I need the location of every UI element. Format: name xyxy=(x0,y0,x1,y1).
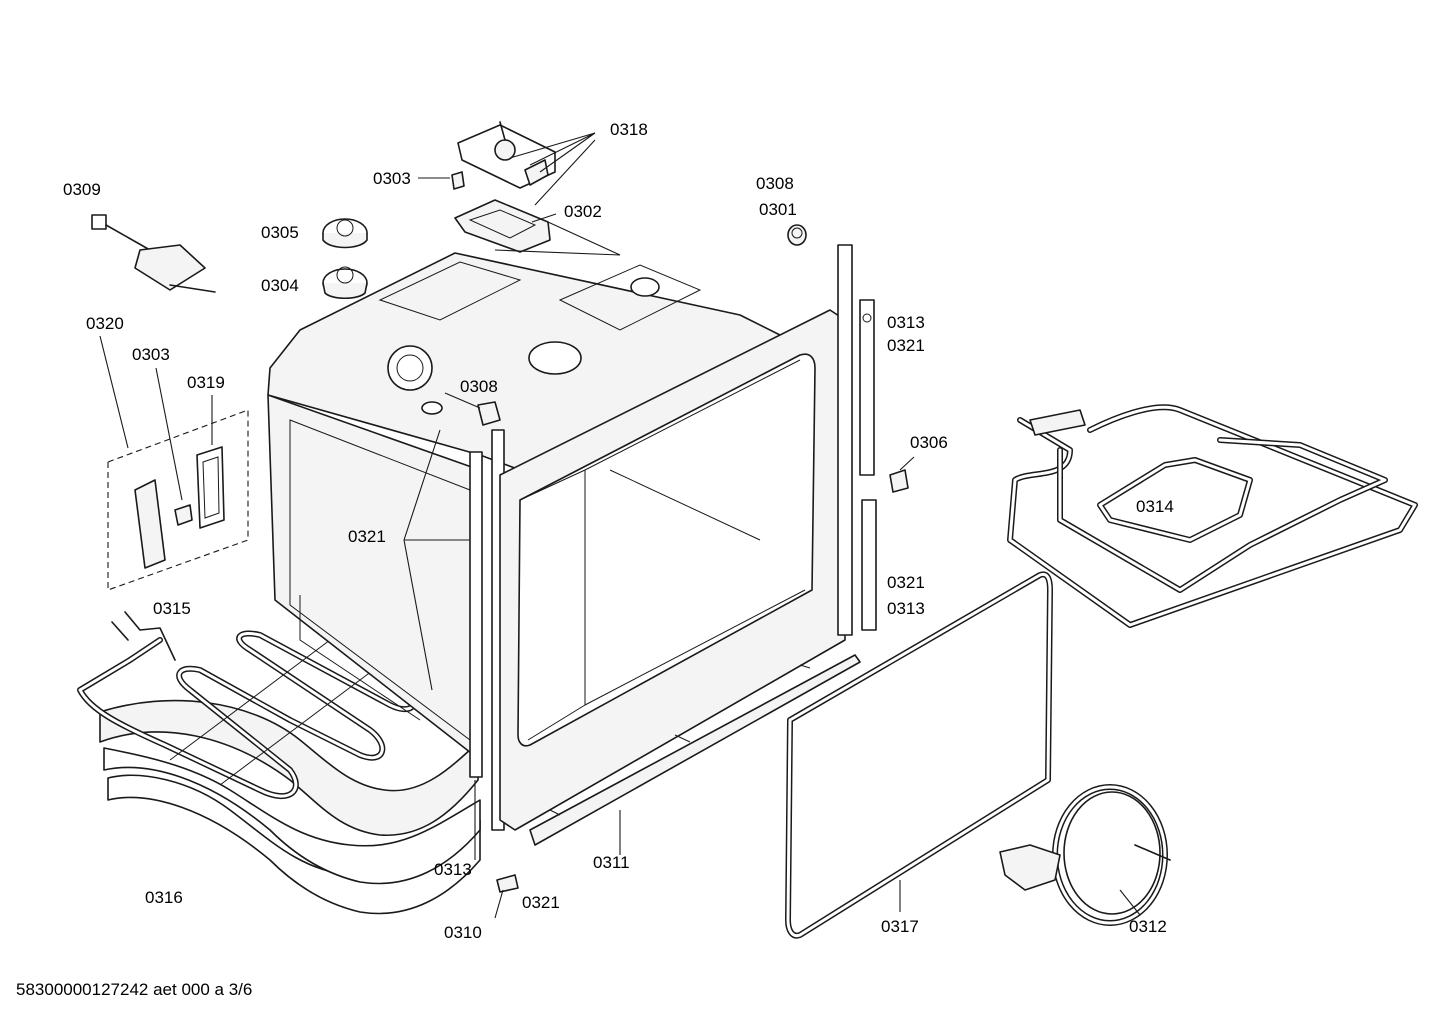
exploded-parts-diagram: 0318 0303 0302 0309 0305 0304 0308 0301 … xyxy=(63,120,1418,942)
callout-0320: 0320 xyxy=(86,314,124,333)
fan-nut-0303-top xyxy=(451,171,465,190)
callout-0313-right-2: 0313 xyxy=(887,599,925,618)
callout-0304: 0304 xyxy=(261,276,299,295)
sensor-0309 xyxy=(91,214,216,293)
lamp-assembly-0320 xyxy=(107,409,249,591)
callout-0318: 0318 xyxy=(610,120,648,139)
callout-0308-mid: 0308 xyxy=(460,377,498,396)
callout-0309: 0309 xyxy=(63,180,101,199)
fan-motor-0318 xyxy=(457,121,556,189)
callout-0321-right-2: 0321 xyxy=(887,573,925,592)
callout-0314: 0314 xyxy=(1136,497,1174,516)
callout-0321-mid: 0321 xyxy=(348,527,386,546)
clip-0308 xyxy=(477,401,501,426)
callout-labels: 0318 0303 0302 0309 0305 0304 0308 0301 … xyxy=(63,120,1174,942)
clip-0310 xyxy=(496,874,519,893)
callout-0306: 0306 xyxy=(910,433,948,452)
callout-0313-right-1: 0313 xyxy=(887,313,925,332)
callout-0312: 0312 xyxy=(1129,917,1167,936)
callout-0313-bottom: 0313 xyxy=(434,860,472,879)
callout-0302: 0302 xyxy=(564,202,602,221)
door-gasket-0317 xyxy=(785,571,1053,939)
clip-0306 xyxy=(889,469,909,493)
callout-0301: 0301 xyxy=(759,200,797,219)
callout-0305: 0305 xyxy=(261,223,299,242)
ring-heater-0312 xyxy=(999,784,1171,926)
callout-0303-top: 0303 xyxy=(373,169,411,188)
top-heater-0314 xyxy=(1007,404,1418,628)
callout-0321-bottom: 0321 xyxy=(522,893,560,912)
callout-0321-right-1: 0321 xyxy=(887,336,925,355)
callout-0311: 0311 xyxy=(593,853,630,872)
callout-0319: 0319 xyxy=(187,373,225,392)
fan-cover-0302 xyxy=(454,199,551,253)
bottom-heater-0315 xyxy=(77,611,417,799)
leader-lines xyxy=(99,132,1141,919)
callout-0303-left: 0303 xyxy=(132,345,170,364)
callout-0315: 0315 xyxy=(153,599,191,618)
callout-0310: 0310 xyxy=(444,923,482,942)
callout-0316: 0316 xyxy=(145,888,183,907)
callout-0317: 0317 xyxy=(881,917,919,936)
oven-cavity xyxy=(267,244,877,846)
lamp-part-0304 xyxy=(322,266,368,300)
lamp-part-0305 xyxy=(322,218,368,249)
document-id: 58300000127242 aet 000 a 3/6 xyxy=(16,980,253,999)
plug-0301 xyxy=(787,224,807,246)
callout-0308-top: 0308 xyxy=(756,174,794,193)
